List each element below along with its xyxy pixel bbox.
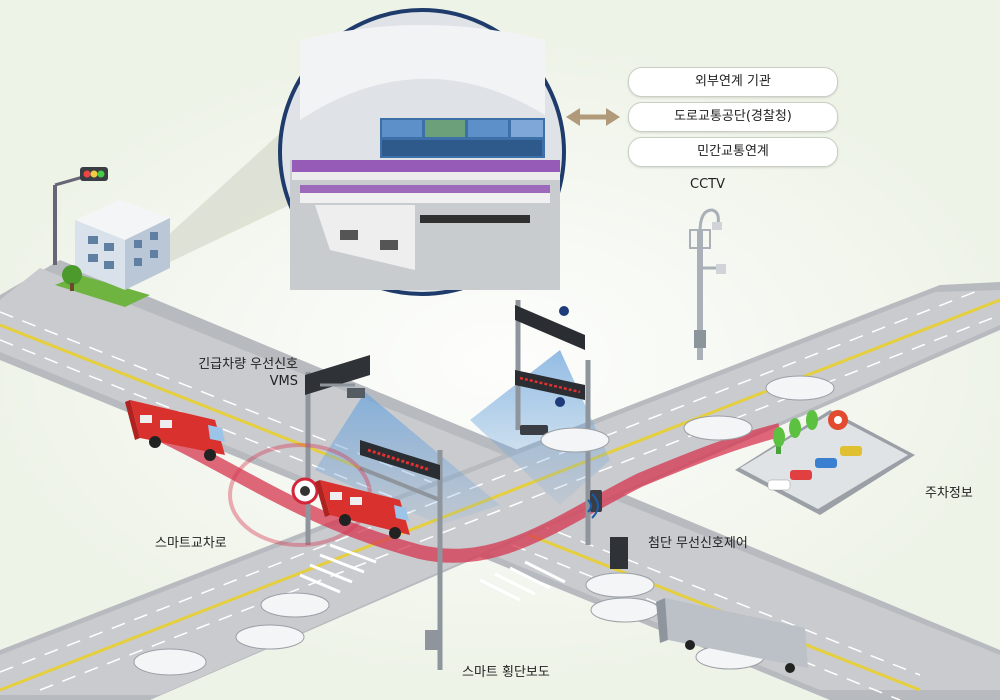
emergency-route-path xyxy=(137,418,782,563)
vms-sign-left xyxy=(291,355,370,545)
parking-info-label: 주차정보 xyxy=(925,486,973,501)
smart-crosswalk-label: 스마트 횡단보도 xyxy=(462,665,550,680)
cctv-label: CCTV xyxy=(690,177,725,192)
fire-truck-1 xyxy=(125,400,225,461)
partner-private-traffic: 민간교통연계 xyxy=(628,137,838,167)
smart-intersection-label: 스마트교차로 xyxy=(155,536,227,551)
bidirectional-arrow-icon xyxy=(566,108,620,126)
partner-external-agency: 외부연계 기관 xyxy=(628,67,838,97)
fire-truck-2 xyxy=(228,443,410,547)
advanced-signal-control-label: 첨단 무선신호제어 xyxy=(648,536,748,551)
vms-label-line2: VMS xyxy=(269,374,298,389)
road-southwest-northeast xyxy=(0,282,1000,700)
zoom-connector xyxy=(165,115,300,262)
traffic-center-building xyxy=(55,200,170,307)
partner-road-traffic-authority: 도로교통공단(경찰청) xyxy=(628,102,838,132)
parking-info-tablet xyxy=(735,410,915,515)
signal-pole-right xyxy=(515,300,628,569)
control-room-view xyxy=(278,8,566,296)
vms-label-line1: 긴급차량 우선신호 xyxy=(198,357,298,372)
cctv-pole xyxy=(689,208,726,360)
truck xyxy=(656,598,808,673)
crosswalk xyxy=(299,543,566,602)
vms-sign-center xyxy=(359,440,443,670)
building-traffic-light xyxy=(53,167,108,265)
